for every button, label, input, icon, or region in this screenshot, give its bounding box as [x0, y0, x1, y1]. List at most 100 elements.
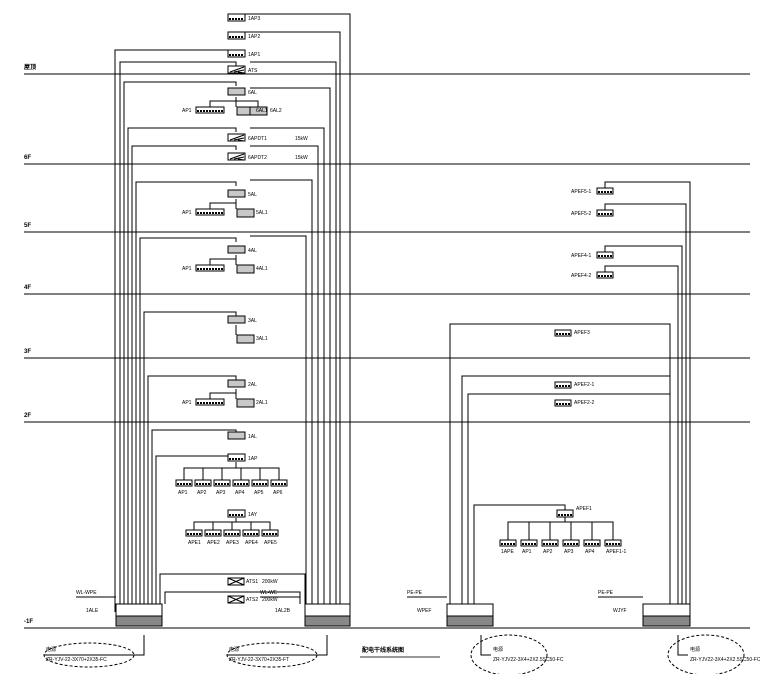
wire	[549, 517, 566, 540]
incoming-label: 电源	[493, 646, 503, 653]
bus-label: WL-WPE	[76, 590, 97, 596]
wire	[159, 573, 306, 604]
panel-label: ATS2	[246, 597, 258, 603]
switchgear	[304, 603, 351, 617]
cable-label: ZR-YJV-22-3X70+2X35-FC	[46, 657, 107, 663]
power-label: 15kW	[295, 136, 308, 142]
bus-label: PE-PE	[598, 590, 614, 596]
switchgear-label: 1ALE	[86, 608, 99, 614]
wire	[127, 127, 237, 612]
floor-label: 4F	[24, 285, 31, 291]
panels	[115, 13, 691, 627]
wire	[604, 245, 683, 612]
hatch	[229, 66, 245, 74]
panel-label: 5AL1	[256, 210, 268, 216]
wire	[131, 145, 237, 612]
wire	[139, 237, 237, 612]
panel-label: APEF1-1	[606, 549, 627, 555]
panel-p1AP1	[227, 49, 246, 58]
wire	[250, 127, 325, 612]
panel-label: APE4	[245, 540, 258, 546]
panel-label: 6AL	[248, 90, 257, 96]
panel-label: AP4	[235, 490, 245, 496]
incoming-label: 电源	[46, 646, 56, 653]
wire	[193, 518, 237, 530]
switchgear-label: WJYF	[613, 608, 627, 614]
wire	[604, 181, 691, 612]
panel-label: 1AP2	[248, 34, 260, 40]
incoming-cable	[44, 635, 145, 656]
panel-label: 4AL1	[256, 266, 268, 272]
panel-p3AL1	[236, 334, 255, 344]
revision-cloud	[667, 634, 745, 674]
floor-label: 6F	[24, 155, 31, 161]
panel-label: AP6	[273, 490, 283, 496]
wire	[449, 323, 671, 612]
panel-label: AP3	[216, 490, 226, 496]
wire	[235, 462, 242, 480]
panel-label: 2AL1	[256, 400, 268, 406]
panel-label: 4AL	[248, 248, 257, 254]
panel-e1	[556, 509, 574, 518]
bus-label: PE-PE	[407, 590, 423, 596]
switchgear-label: WPEF	[417, 608, 431, 614]
panel-p5AL	[227, 189, 246, 198]
wire	[250, 87, 331, 612]
wire	[202, 462, 237, 480]
switchgear-base	[304, 615, 351, 627]
panel-label: APEF5-2	[571, 211, 592, 217]
power-label: 15kW	[295, 155, 308, 161]
panel-label: AP1	[178, 490, 188, 496]
floor-label: 5F	[24, 223, 31, 229]
wire	[209, 202, 236, 209]
panel-label: 1AP	[248, 456, 258, 462]
panel-p6AL2	[249, 106, 268, 116]
panel-label: 3AL1	[256, 336, 268, 342]
panel-p1AP	[227, 453, 246, 462]
panel-label: 6AL1	[256, 108, 268, 114]
hatch	[229, 153, 245, 161]
switchgear-base	[642, 615, 691, 627]
wire	[473, 504, 566, 612]
wire	[235, 518, 271, 530]
panel-label: 6AL2	[270, 108, 282, 114]
breaker-icon	[227, 577, 245, 586]
panel-p1AY	[227, 509, 246, 518]
panel-label: APEF4-1	[571, 253, 592, 259]
panel-label: AP4	[585, 549, 595, 555]
panel-label: 6APDT1	[248, 136, 267, 142]
panel-p2AL	[227, 379, 246, 388]
wire	[135, 181, 237, 612]
switchgear	[642, 603, 691, 617]
floor-label: -1F	[24, 619, 33, 625]
wire	[114, 49, 237, 612]
revision-cloud	[226, 642, 318, 668]
wire	[564, 517, 572, 540]
wire	[164, 591, 301, 604]
panel-label: APEF1	[576, 506, 592, 512]
wire	[236, 100, 259, 107]
wire	[119, 61, 237, 612]
panel-label: 2AL	[248, 382, 257, 388]
panel-label: 1APE	[501, 549, 514, 555]
floor-label: 2F	[24, 413, 31, 419]
wire	[231, 518, 237, 530]
labels: 屋顶6F5F4F3F2F-1F1AP31AP21AP1ATS6AL6APDT16…	[24, 16, 760, 663]
wire	[250, 145, 319, 612]
panel-label: APE5	[264, 540, 277, 546]
wire	[235, 462, 280, 480]
panel-p4AL1	[236, 264, 255, 274]
panel-label: AP1	[522, 549, 532, 555]
switchgear-base	[446, 615, 494, 627]
wire	[183, 462, 237, 480]
panel-label: 1AP1	[248, 52, 260, 58]
panel-label: AP1	[182, 400, 192, 406]
panel-p5AL1	[236, 208, 255, 218]
wire	[467, 393, 671, 612]
revision-cloud	[43, 642, 135, 668]
wire	[235, 462, 261, 480]
incoming-label: 电源	[229, 646, 239, 653]
switchgear	[446, 603, 494, 617]
cable-label: ZR-YJV-22-3X70+2X35-FT	[229, 657, 289, 663]
wire	[209, 258, 236, 265]
